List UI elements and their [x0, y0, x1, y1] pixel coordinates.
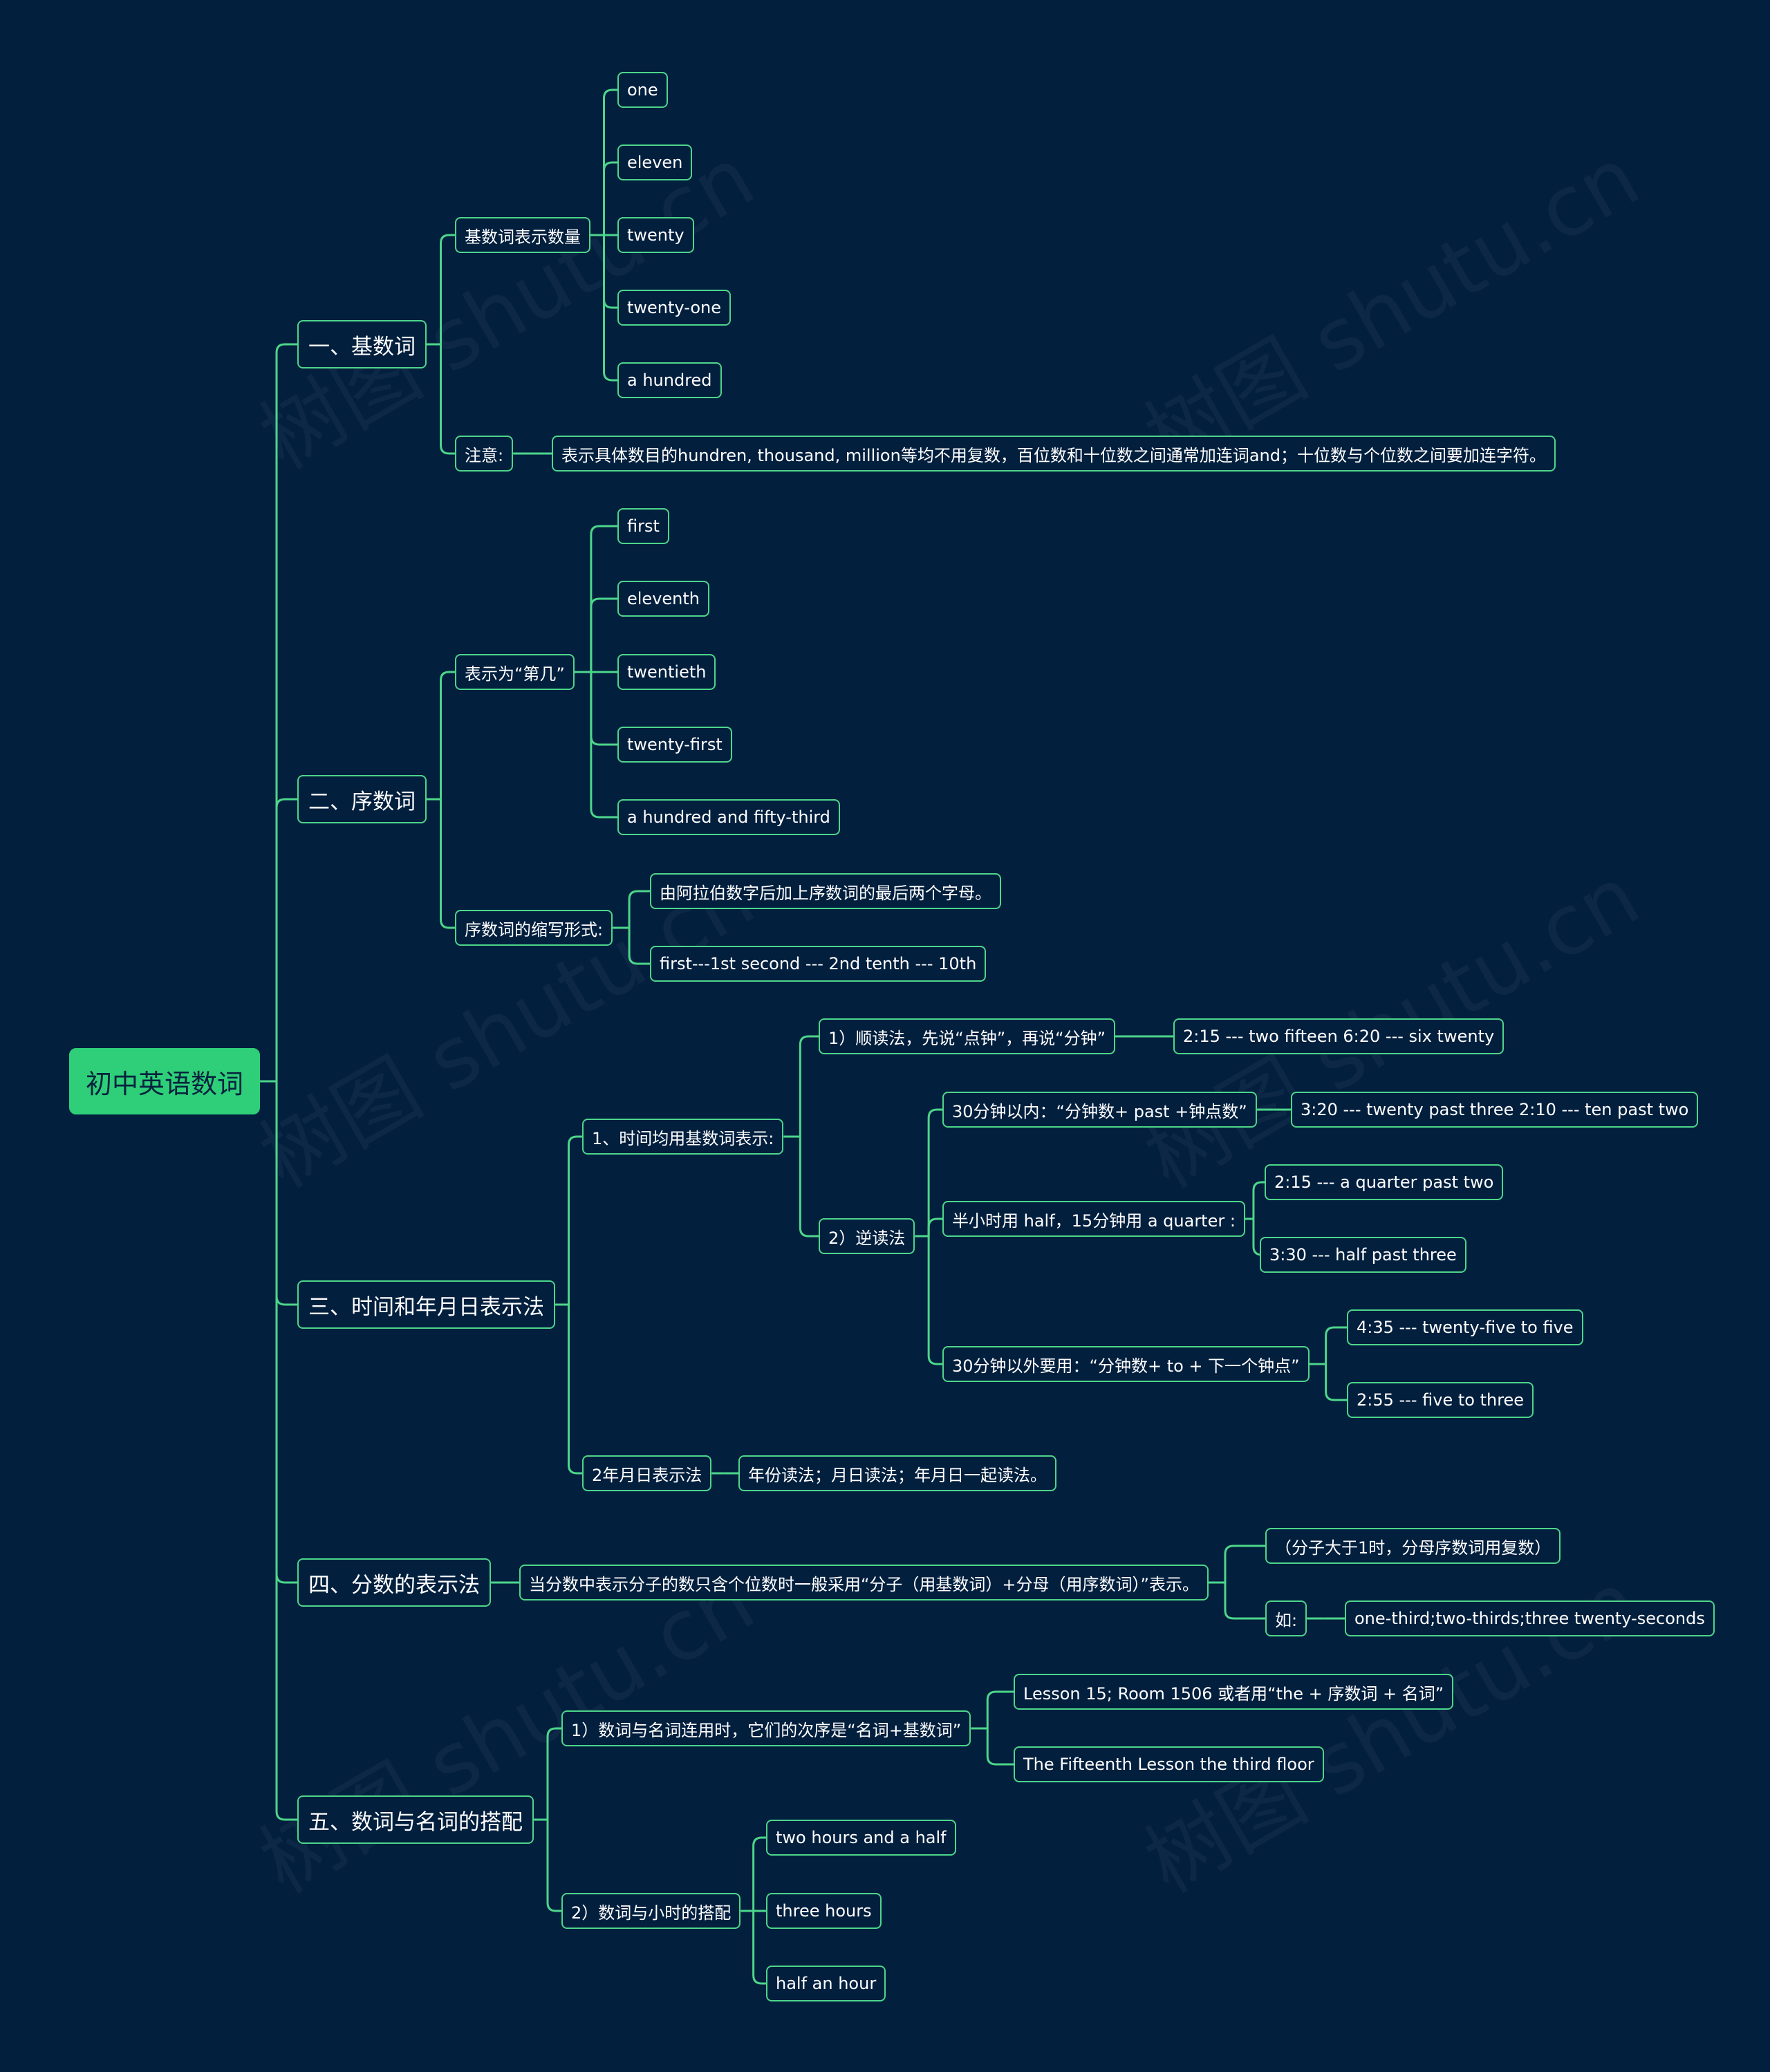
number-hours-topic[interactable]: 2）数词与小时的搭配	[561, 1893, 741, 1929]
connector	[986, 1728, 1014, 1766]
connector	[927, 1217, 942, 1236]
connector	[1252, 1181, 1265, 1219]
date-text[interactable]: 年份读法；月日读法；年月日一起读法。	[738, 1455, 1056, 1491]
ordinal-abbrev-item[interactable]: first---1st second --- 2nd tenth --- 10t…	[650, 946, 987, 982]
forward-reading-topic[interactable]: 1）顺读法，先说“点钟”，再说“分钟”	[819, 1018, 1116, 1054]
connector	[752, 1836, 766, 1911]
ordinal-abbrev-topic[interactable]: 序数词的缩写形式:	[455, 910, 613, 946]
note-text[interactable]: 表示具体数目的hundren, thousand, million等均不用复数，…	[552, 436, 1556, 472]
connector	[590, 597, 617, 672]
ordinal-abbrev-item[interactable]: 由阿拉伯数字后加上序数词的最后两个字母。	[650, 873, 1001, 909]
branch-time-and-date[interactable]: 三、时间和年月日表示法	[297, 1280, 555, 1329]
connector	[603, 235, 617, 382]
root-topic[interactable]: 初中英语数词	[69, 1048, 261, 1114]
connector	[1224, 1544, 1265, 1583]
fraction-example[interactable]: one-third;two-thirds;three twenty-second…	[1345, 1600, 1715, 1636]
cardinal-item[interactable]: one	[617, 72, 668, 108]
connector	[568, 1135, 582, 1305]
connector	[440, 344, 455, 455]
ordinal-meaning-topic[interactable]: 表示为“第几”	[455, 654, 575, 690]
connector	[275, 1081, 297, 1821]
cardinal-item[interactable]: eleven	[617, 144, 693, 180]
connector	[590, 525, 617, 672]
half-quarter-topic[interactable]: 半小时用 half，15分钟用 a quarter :	[942, 1201, 1245, 1237]
connector	[546, 1820, 561, 1912]
connector	[1325, 1326, 1347, 1364]
ordinal-item[interactable]: a hundred and fifty-third	[617, 799, 840, 835]
connector	[275, 1081, 297, 1584]
within-30-topic[interactable]: 30分钟以内：“分钟数+ past +钟点数”	[942, 1092, 1257, 1128]
connector	[440, 234, 455, 344]
connector	[568, 1305, 582, 1475]
half-quarter-example[interactable]: 2:15 --- a quarter past two	[1265, 1164, 1504, 1200]
ordinal-item[interactable]: eleventh	[617, 581, 709, 617]
cardinal-item[interactable]: twenty	[617, 217, 694, 253]
number-hours-item[interactable]: three hours	[766, 1893, 882, 1929]
ordinal-item[interactable]: twentieth	[617, 654, 716, 690]
connector	[927, 1236, 942, 1365]
connector	[590, 672, 617, 819]
ordinal-item[interactable]: first	[617, 508, 669, 544]
within-30-example[interactable]: 3:20 --- twenty past three 2:10 --- ten …	[1291, 1092, 1699, 1128]
time-topic[interactable]: 1、时间均用基数词表示:	[582, 1119, 784, 1155]
forward-reading-example[interactable]: 2:15 --- two fifteen 6:20 --- six twenty	[1173, 1018, 1504, 1054]
fraction-plural-note[interactable]: （分子大于1时，分母序数词用复数）	[1265, 1528, 1561, 1564]
fraction-example-label[interactable]: 如:	[1265, 1600, 1307, 1636]
cardinal-item[interactable]: twenty-one	[617, 290, 731, 326]
connector	[275, 343, 297, 1081]
connector	[986, 1690, 1014, 1728]
connector	[275, 798, 297, 1081]
connector	[927, 1108, 942, 1236]
connector	[1224, 1583, 1265, 1620]
cardinal-quantity-topic[interactable]: 基数词表示数量	[455, 217, 590, 253]
connector	[628, 928, 650, 965]
connector	[275, 1081, 297, 1306]
branch-cardinal-numbers[interactable]: 一、基数词	[297, 320, 427, 368]
number-hours-item[interactable]: half an hour	[766, 1966, 886, 2001]
branch-number-noun-collocation[interactable]: 五、数词与名词的搭配	[297, 1795, 534, 1844]
number-noun-order-topic[interactable]: 1）数词与名词连用时，它们的次序是“名词+基数词”	[561, 1710, 971, 1746]
fraction-rule[interactable]: 当分数中表示分子的数只含个位数时一般采用“分子（用基数词）+分母（用序数词）”表…	[519, 1565, 1209, 1600]
connector	[799, 1137, 819, 1238]
connector	[603, 235, 617, 309]
connector	[590, 672, 617, 746]
half-quarter-example[interactable]: 3:30 --- half past three	[1260, 1237, 1466, 1273]
beyond-30-example[interactable]: 2:55 --- five to three	[1347, 1382, 1534, 1418]
connector	[603, 161, 617, 235]
ordinal-item[interactable]: twenty-first	[617, 727, 732, 763]
number-noun-order-item[interactable]: The Fifteenth Lesson the third floor	[1014, 1746, 1324, 1782]
reverse-reading-topic[interactable]: 2）逆读法	[819, 1218, 915, 1254]
beyond-30-example[interactable]: 4:35 --- twenty-five to five	[1347, 1309, 1583, 1345]
connector	[440, 799, 455, 929]
connector	[546, 1727, 561, 1820]
number-noun-order-item[interactable]: Lesson 15; Room 1506 或者用“the + 序数词 + 名词”	[1014, 1674, 1454, 1710]
connector	[603, 88, 617, 235]
note-topic[interactable]: 注意:	[455, 436, 514, 472]
connector	[1325, 1364, 1347, 1401]
date-topic[interactable]: 2年月日表示法	[582, 1455, 712, 1491]
branch-ordinal-numbers[interactable]: 二、序数词	[297, 775, 427, 823]
connector	[440, 671, 455, 799]
beyond-30-topic[interactable]: 30分钟以外要用：“分钟数+ to + 下一个钟点”	[942, 1346, 1310, 1382]
branch-fractions[interactable]: 四、分数的表示法	[297, 1558, 491, 1607]
connector	[752, 1911, 766, 1985]
cardinal-item[interactable]: a hundred	[617, 362, 722, 398]
number-hours-item[interactable]: two hours and a half	[766, 1820, 956, 1856]
connector	[799, 1035, 819, 1137]
connector	[628, 890, 650, 928]
